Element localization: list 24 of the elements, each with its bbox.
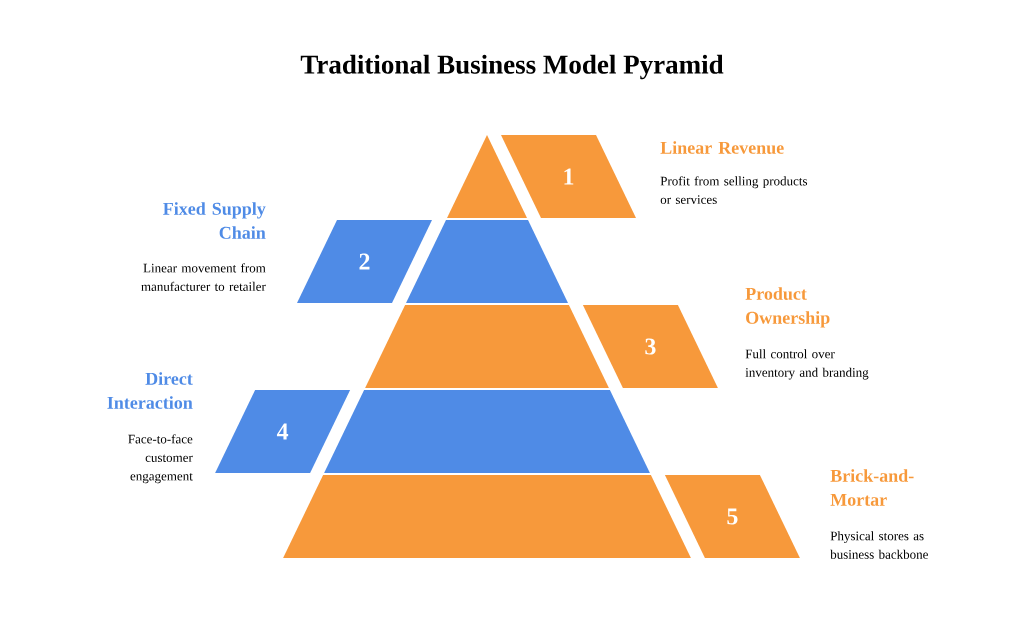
pyramid-layer [365, 305, 609, 388]
item-heading: Direct Interaction [107, 372, 193, 409]
node-label: 2 [359, 253, 370, 270]
item-heading: Linear Revenue [660, 141, 784, 154]
item-heading: Brick-and-Mortar [830, 469, 914, 506]
number-tab: 1 [501, 135, 636, 218]
item-heading: Product Ownership [745, 287, 830, 328]
number-tab: 5 [664, 475, 800, 558]
item-description: Face-to-face customer engagement [128, 434, 193, 484]
item-heading: Fixed Supply Chain [163, 202, 266, 239]
pyramid-layer [406, 220, 568, 303]
item-description: Linear movement from manufacturer to retailer [141, 263, 266, 291]
item-description: Full control over inventory and branding [745, 349, 869, 380]
number-tab: 3 [582, 305, 718, 388]
pyramid-layer [447, 135, 527, 218]
number-tab: 4 [215, 390, 351, 473]
title: Traditional Business Model Pyramid [300, 54, 724, 80]
item-description: Profit from selling products or services [660, 176, 808, 204]
node-label: 3 [645, 338, 656, 355]
node-label: 4 [276, 423, 289, 440]
node-label: 5 [727, 508, 738, 525]
item-description: Physical stores as business backbone [830, 531, 928, 559]
node-label: 1 [564, 168, 574, 185]
number-tab: 2 [297, 220, 432, 303]
